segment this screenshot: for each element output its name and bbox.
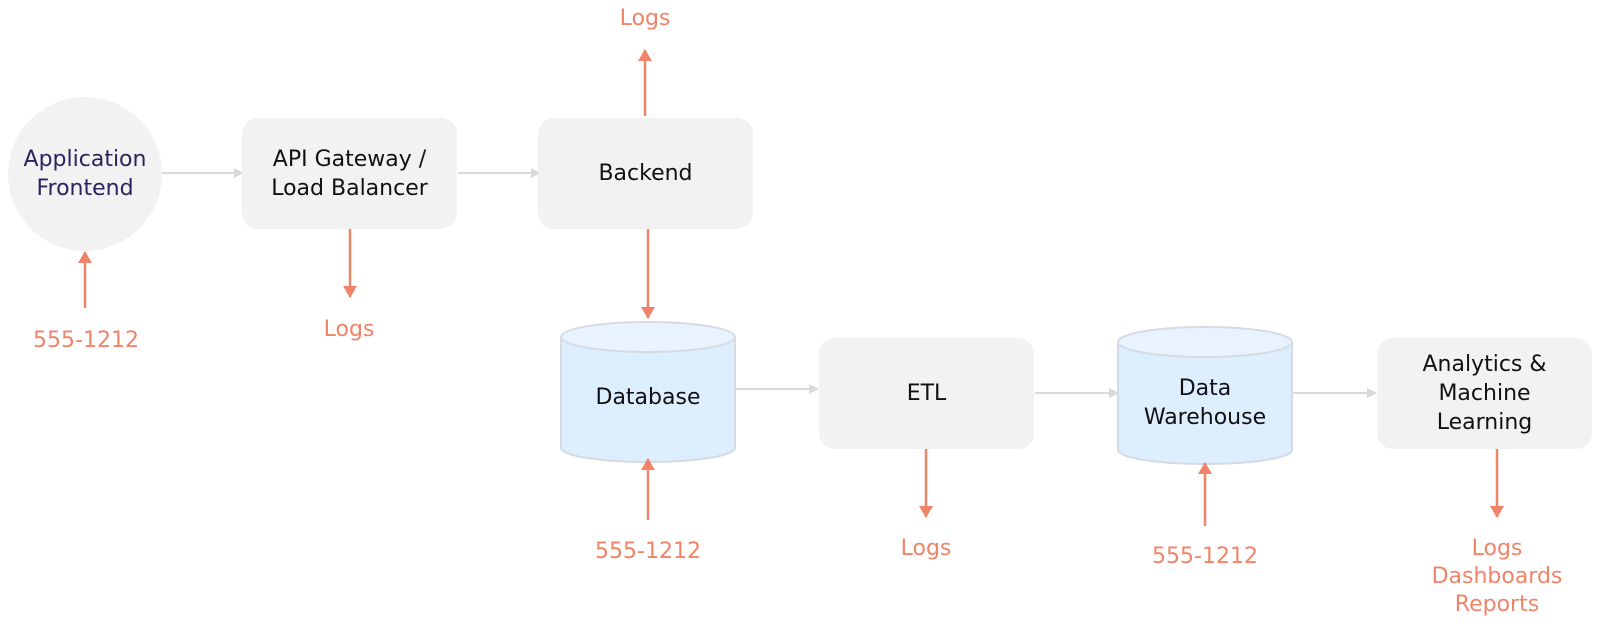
label-etl-logs: Logs	[900, 536, 952, 561]
node-etl[interactable]: ETL	[819, 338, 1034, 449]
node-database[interactable]: Database	[595, 384, 701, 410]
node-api-gateway[interactable]: API Gateway / Load Balancer	[242, 118, 457, 229]
node-backend[interactable]: Backend	[538, 118, 753, 229]
database-cylinder	[560, 321, 736, 463]
label-gateway-logs: Logs	[323, 317, 375, 342]
node-analytics-ml[interactable]: Analytics & Machine Learning	[1377, 338, 1592, 449]
label-backend-logs: Logs	[619, 6, 671, 31]
label-warehouse-input: 555-1212	[1152, 544, 1258, 569]
node-data-warehouse[interactable]: Data Warehouse	[1143, 376, 1267, 430]
label-frontend-input: 555-1212	[33, 328, 139, 353]
node-application-frontend[interactable]: Application Frontend	[8, 97, 162, 251]
label-analytics-outputs: Logs Dashboards Reports	[1431, 536, 1563, 617]
data-warehouse-cylinder	[1117, 326, 1293, 465]
label-database-input: 555-1212	[595, 539, 701, 564]
